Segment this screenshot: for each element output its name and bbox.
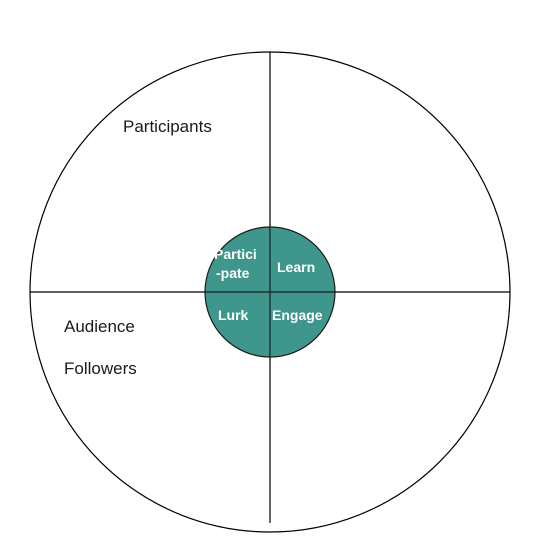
label-engage: Engage [272,307,323,323]
label-followers: Followers [64,359,137,378]
label-participate-line1: Partici [214,246,257,262]
label-participants: Participants [123,117,212,136]
label-participate-line2: -pate [216,265,250,281]
label-audience: Audience [64,317,135,336]
label-lurk: Lurk [218,307,249,323]
label-learn: Learn [277,259,315,275]
